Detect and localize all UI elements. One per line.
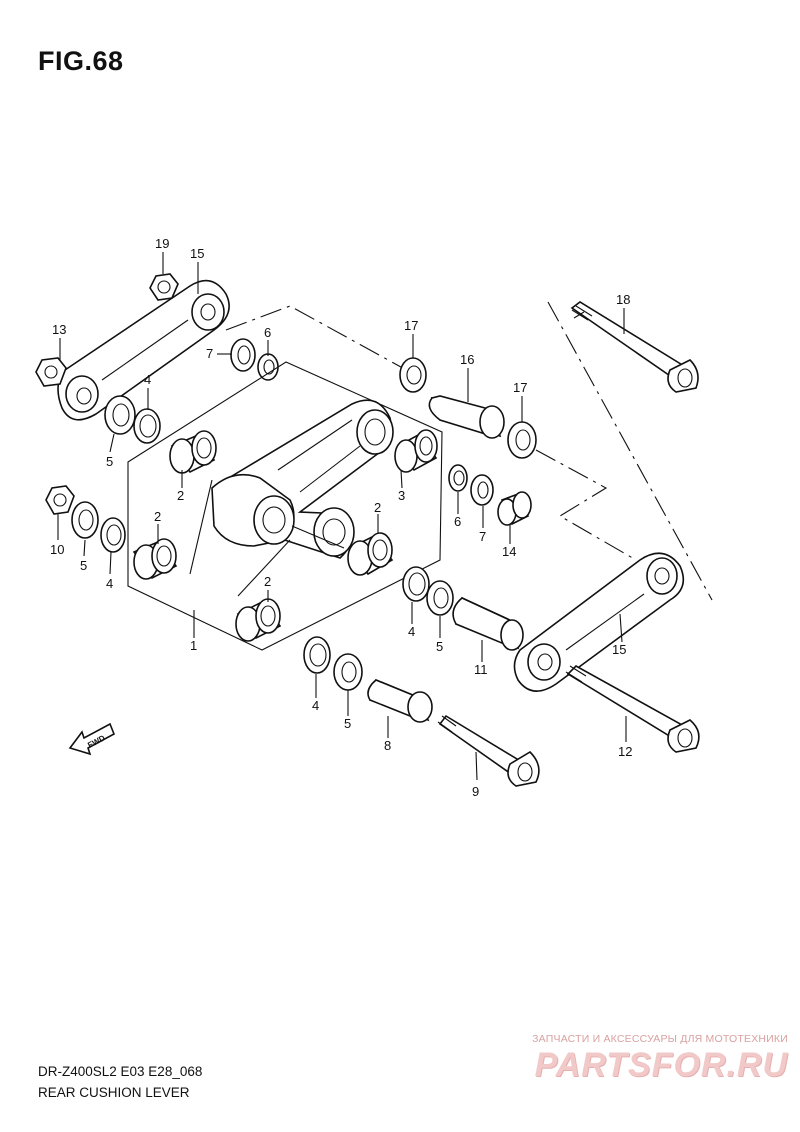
seal-4-left[interactable]: [100, 517, 126, 553]
seal-6-upper[interactable]: [257, 353, 279, 381]
callout-10: 10: [50, 542, 64, 557]
callout-15-upper: 15: [190, 246, 204, 261]
callout-14: 14: [502, 544, 516, 559]
callout-2-right: 2: [374, 500, 381, 515]
washer-5-upper[interactable]: [104, 395, 136, 435]
assembly-line-upper: [225, 305, 411, 373]
callout-4-mid: 4: [408, 624, 415, 639]
callout-4-lower: 4: [312, 698, 319, 713]
callout-3: 3: [398, 488, 405, 503]
watermark-logo: PARTSFOR.RU: [534, 1046, 788, 1084]
bolt-18[interactable]: [570, 301, 699, 393]
callout-5-upper: 5: [106, 454, 113, 469]
bearing-2-left[interactable]: [132, 538, 178, 580]
callout-19: 19: [155, 236, 169, 251]
lever-assembly-box: [127, 361, 443, 651]
nut-10[interactable]: [45, 485, 75, 515]
seal-4-upper[interactable]: [133, 408, 161, 444]
callout-8: 8: [384, 738, 391, 753]
fwd-arrow-icon: FWD: [68, 722, 116, 756]
bolt-9[interactable]: [437, 714, 540, 787]
seal-6-right[interactable]: [448, 464, 468, 492]
washer-17-upper[interactable]: [399, 357, 427, 393]
bearing-2-right[interactable]: [347, 532, 394, 576]
spacer-16[interactable]: [428, 395, 505, 439]
callout-5-mid: 5: [436, 639, 443, 654]
spacer-11[interactable]: [452, 596, 524, 651]
callout-18: 18: [616, 292, 630, 307]
lever-guide-lines: [189, 479, 345, 597]
callout-17-lower: 17: [513, 380, 527, 395]
callout-17-upper: 17: [404, 318, 418, 333]
callout-4-left: 4: [106, 576, 113, 591]
callout-12: 12: [618, 744, 632, 759]
washer-5-left[interactable]: [71, 501, 99, 539]
seal-4-lower[interactable]: [303, 636, 331, 674]
washer-5-lower[interactable]: [333, 653, 363, 691]
callout-9: 9: [472, 784, 479, 799]
callout-4-upper: 4: [144, 372, 151, 387]
cushion-lever-1[interactable]: [211, 399, 394, 559]
callout-7-right: 7: [479, 529, 486, 544]
washer-7-upper[interactable]: [230, 338, 256, 372]
callout-13: 13: [52, 322, 66, 337]
callout-2-top: 2: [177, 488, 184, 503]
assembly-line-right-mid: [535, 449, 637, 561]
washer-5-mid[interactable]: [426, 580, 454, 616]
bearing-3[interactable]: [394, 429, 438, 473]
callout-15-lower: 15: [612, 642, 626, 657]
callout-5-left: 5: [80, 558, 87, 573]
nut-13[interactable]: [35, 357, 67, 387]
bolt-12[interactable]: [565, 665, 700, 753]
callout-5-lower: 5: [344, 716, 351, 731]
callout-11: 11: [474, 662, 488, 677]
tie-rod-upper[interactable]: [57, 279, 230, 421]
callout-1: 1: [190, 638, 197, 653]
nut-19[interactable]: [149, 273, 179, 301]
figure-title: FIG.68: [38, 46, 124, 76]
callout-6-right: 6: [454, 514, 461, 529]
callout-16: 16: [460, 352, 474, 367]
callout-7-upper: 7: [206, 346, 213, 361]
washer-17-lower[interactable]: [507, 421, 537, 459]
collar-14[interactable]: [497, 491, 532, 526]
tie-rod-lower[interactable]: [513, 552, 685, 692]
watermark-tagline: ЗАПЧАСТИ И АКСЕССУАРЫ ДЛЯ МОТОТЕХНИКИ: [532, 1033, 788, 1045]
model-code: DR-Z400SL2 E03 E28_068: [38, 1064, 203, 1079]
leader-lines: [57, 252, 627, 781]
spacer-8[interactable]: [367, 678, 433, 723]
bearing-2-bottom[interactable]: [235, 598, 282, 642]
callout-2-left: 2: [154, 509, 161, 524]
watermark: ЗАПЧАСТИ И АКСЕССУАРЫ ДЛЯ МОТОТЕХНИКИ PA…: [488, 1033, 788, 1085]
assembly-line-right-upper: [547, 301, 713, 601]
callout-2-bottom: 2: [264, 574, 271, 589]
seal-4-mid[interactable]: [402, 566, 430, 602]
washer-7-right[interactable]: [470, 474, 494, 506]
callout-6-upper: 6: [264, 325, 271, 340]
bearing-2-top[interactable]: [169, 430, 217, 474]
diagram-name: REAR CUSHION LEVER: [38, 1085, 190, 1100]
